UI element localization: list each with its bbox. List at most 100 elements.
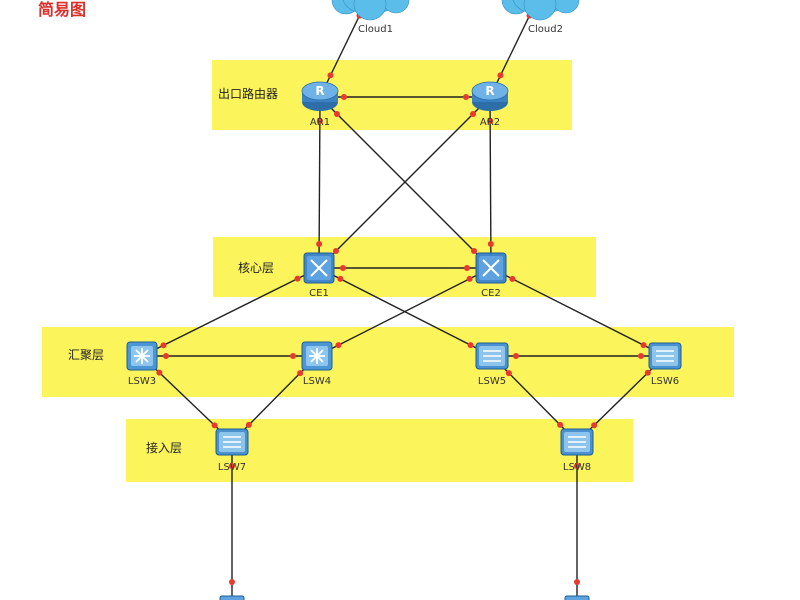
layer-band-label: 汇聚层 [68, 348, 104, 362]
layer-band-2 [213, 237, 596, 297]
cloud-icon [501, 0, 580, 21]
port-indicator [513, 353, 519, 359]
core-switch-icon [303, 252, 335, 284]
end-host-node[interactable] [564, 595, 590, 600]
svg-text:R: R [315, 84, 324, 98]
end-host-node[interactable] [219, 595, 245, 600]
port-indicator [327, 72, 334, 79]
core-switch-icon [475, 252, 507, 284]
pc-icon [219, 595, 245, 600]
layer-band-label: 接入层 [146, 440, 182, 455]
device-node-lsw7[interactable]: LSW7 [215, 428, 249, 473]
port-indicator [505, 370, 512, 377]
port-indicator [557, 421, 564, 428]
port-indicator [160, 342, 167, 349]
device-label: AR1 [310, 117, 330, 128]
port-indicator [229, 579, 235, 585]
cloud-label: Cloud2 [528, 24, 563, 35]
link-ce1-lsw3 [141, 267, 320, 357]
port-indicator [574, 579, 580, 585]
device-node-lsw5[interactable]: LSW5 [475, 342, 509, 387]
link-ce2-lsw6 [490, 267, 666, 357]
port-indicator [644, 369, 651, 376]
port-indicator [591, 422, 598, 429]
port-indicator [332, 248, 339, 255]
link-lsw4-lsw7 [231, 355, 318, 443]
link-lsw5-lsw8 [491, 355, 578, 443]
port-indicator [229, 463, 235, 469]
device-label: LSW8 [563, 462, 591, 473]
port-indicator [341, 94, 347, 100]
device-label: CE1 [309, 288, 329, 299]
device-label: AR2 [480, 117, 500, 128]
device-node-lsw3[interactable]: LSW3 [126, 341, 158, 387]
l2-switch-icon [475, 342, 509, 370]
link-ar1-ce1 [318, 96, 321, 269]
device-label: LSW3 [128, 376, 156, 387]
router-icon: R [301, 81, 339, 111]
pc-icon [564, 595, 590, 600]
port-indicator [294, 275, 301, 282]
page-title: 简易图 [38, 0, 87, 19]
port-indicator [509, 275, 516, 282]
device-node-lsw8[interactable]: LSW8 [560, 428, 594, 473]
port-indicator [316, 117, 323, 124]
device-node-ce2[interactable]: CE2 [475, 252, 507, 299]
port-indicator [290, 353, 296, 359]
l2-switch-icon [215, 428, 249, 456]
port-indicator [487, 117, 494, 124]
l3-switch-icon [301, 341, 333, 371]
device-label: LSW5 [478, 376, 506, 387]
port-indicator [497, 72, 504, 79]
port-indicator [463, 94, 469, 100]
cloud-label: Cloud1 [358, 24, 393, 35]
port-indicator [297, 370, 304, 377]
device-label: LSW7 [218, 462, 246, 473]
device-node-lsw4[interactable]: LSW4 [301, 341, 333, 387]
port-indicator [333, 110, 340, 117]
device-node-lsw6[interactable]: LSW6 [648, 342, 682, 387]
port-indicator [471, 248, 478, 255]
port-indicator [337, 275, 344, 282]
port-indicator [156, 369, 163, 376]
l2-switch-icon [560, 428, 594, 456]
device-label: LSW6 [651, 376, 679, 387]
ports-layer [156, 12, 651, 585]
layer-band-4 [126, 419, 633, 482]
port-indicator [163, 353, 169, 359]
port-indicator [335, 342, 342, 349]
l3-switch-icon [126, 341, 158, 371]
port-indicator [638, 353, 644, 359]
device-label: CE2 [481, 288, 501, 299]
port-indicator [245, 421, 252, 428]
port-indicator [574, 463, 580, 469]
port-indicator [464, 265, 470, 271]
link-lsw6-lsw8 [576, 355, 666, 443]
layer-band-1 [212, 60, 572, 130]
port-indicator [340, 265, 346, 271]
cloud-node-cloud2[interactable]: Cloud2 [501, 0, 580, 35]
cloud-icon [331, 0, 410, 21]
device-label: LSW4 [303, 376, 331, 387]
link-ce2-lsw4 [316, 267, 492, 357]
port-indicator [211, 422, 218, 429]
links-layer [141, 0, 666, 600]
router-icon: R [471, 81, 509, 111]
link-ar2-ce1 [318, 96, 491, 269]
port-indicator [640, 342, 647, 349]
cloud-node-cloud1[interactable]: Cloud1 [331, 0, 410, 35]
layer-band-label: 出口路由器 [218, 86, 278, 101]
link-ar1-ce2 [319, 96, 492, 269]
port-indicator [316, 241, 323, 248]
svg-text:R: R [485, 84, 494, 98]
l2-switch-icon [648, 342, 682, 370]
port-indicator [470, 110, 477, 117]
layer-band-label: 核心层 [238, 261, 274, 275]
device-node-ar2[interactable]: R AR2 [471, 81, 509, 128]
port-indicator [487, 241, 494, 248]
device-node-ar1[interactable]: R AR1 [301, 81, 339, 128]
device-node-ce1[interactable]: CE1 [303, 252, 335, 299]
